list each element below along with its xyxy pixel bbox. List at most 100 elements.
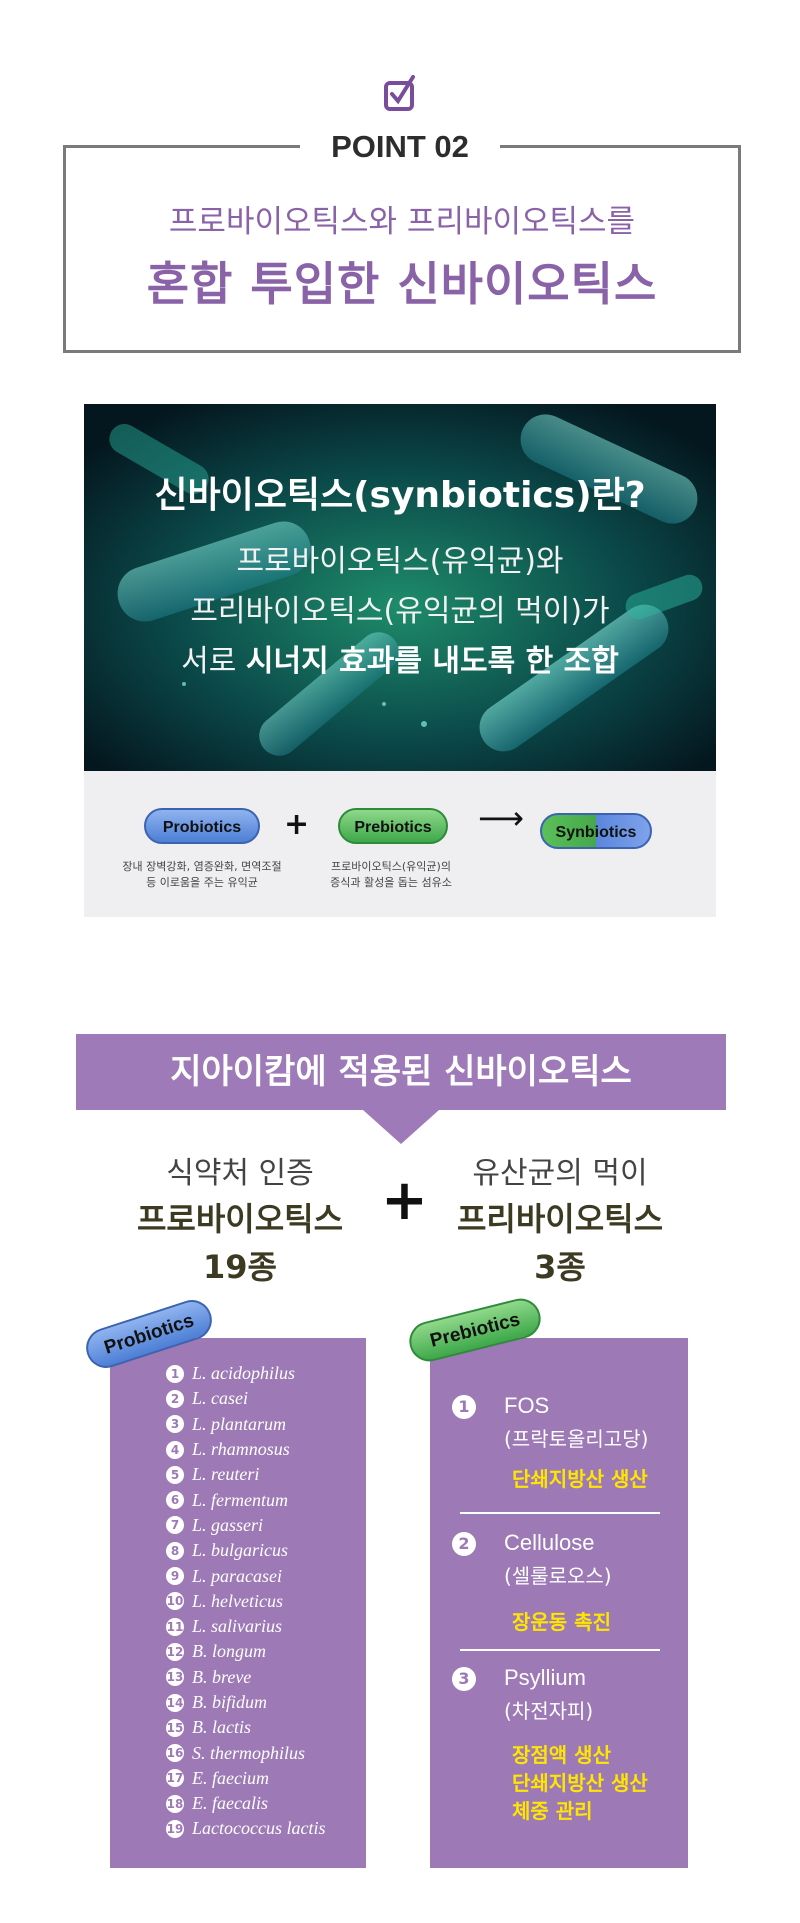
- strain-name: B. breve: [192, 1666, 252, 1687]
- prebiotic-korean-name: (차전자피): [504, 1699, 594, 1723]
- strain-item: 1 L. acidophilus: [166, 1361, 366, 1386]
- strain-name: S. thermophilus: [192, 1742, 306, 1763]
- number-badge: 17: [166, 1769, 184, 1788]
- number-badge: 5: [166, 1465, 184, 1484]
- probiotics-capsule: Probiotics: [144, 808, 260, 844]
- prebiotic-korean-name: (프락토올리고당): [504, 1427, 649, 1451]
- strain-item: 5 L. reuteri: [166, 1462, 366, 1487]
- strain-name: Lactococcus lactis: [192, 1818, 326, 1839]
- banner-pointer: [363, 1110, 439, 1144]
- strain-name: B. longum: [192, 1641, 266, 1662]
- prebiotic-effect: 체중 관리: [512, 1799, 593, 1823]
- strain-item: 13 B. breve: [166, 1665, 366, 1690]
- synbiotics-equation: Probiotics + Prebiotics ⟶ Synbiotics 장내 …: [84, 771, 716, 917]
- strain-item: 7 L. gasseri: [166, 1513, 366, 1538]
- number-badge: 1: [166, 1364, 184, 1383]
- prebiotic-name: FOS: [504, 1393, 550, 1418]
- number-badge: 16: [166, 1744, 184, 1763]
- strain-item: 17 E. faecium: [166, 1766, 366, 1791]
- strain-item: 8 L. bulgaricus: [166, 1538, 366, 1563]
- number-badge: 13: [166, 1668, 184, 1687]
- number-badge: 19: [166, 1819, 184, 1838]
- hero-line: 프리바이오틱스(유익균의 먹이)가: [190, 594, 610, 629]
- number-badge: 2: [166, 1389, 184, 1408]
- hero-line-plain: 서로: [181, 644, 246, 679]
- point-label: POINT 02: [300, 128, 500, 166]
- prebiotics-heading: 프리바이오틱스: [456, 1200, 664, 1238]
- probiotics-subheading: 식약처 인증: [166, 1156, 314, 1191]
- probiotics-heading: 프로바이오틱스: [136, 1200, 344, 1238]
- hero-line: 서로 시너지 효과를 내도록 한 조합: [84, 636, 716, 680]
- number-badge: 3: [166, 1415, 184, 1434]
- strain-item: 6 L. fermentum: [166, 1487, 366, 1512]
- desc-line: 프로바이오틱스(유익균)의: [331, 860, 451, 873]
- strain-item: 3 L. plantarum: [166, 1412, 366, 1437]
- strain-name: L. paracasei: [192, 1565, 282, 1586]
- prebiotics-capsule: Prebiotics: [338, 808, 448, 844]
- strain-name: L. casei: [192, 1388, 248, 1409]
- prebiotic-effect: 장점액 생산: [512, 1743, 611, 1767]
- probiotics-panel: [110, 1338, 366, 1868]
- strain-name: E. faecium: [192, 1767, 269, 1788]
- prebiotics-panel: [430, 1338, 688, 1868]
- strain-name: B. lactis: [192, 1717, 251, 1738]
- divider: [460, 1512, 660, 1514]
- strain-name: E. faecalis: [192, 1793, 268, 1814]
- prebiotics-count: 3종: [534, 1248, 586, 1286]
- strain-item: 9 L. paracasei: [166, 1563, 366, 1588]
- section-subtitle: 프로바이오틱스와 프리바이오틱스를: [168, 204, 636, 240]
- number-badge: 7: [166, 1516, 184, 1535]
- strain-item: 15 B. lactis: [166, 1715, 366, 1740]
- number-badge: 15: [166, 1718, 184, 1737]
- applied-banner: 지아이캄에 적용된 신바이오틱스: [76, 1034, 726, 1110]
- bacteria-background-image: [84, 404, 716, 771]
- strain-item: 18 E. faecalis: [166, 1791, 366, 1816]
- strain-name: L. fermentum: [192, 1489, 288, 1510]
- number-badge: 9: [166, 1567, 184, 1586]
- strain-name: L. reuteri: [192, 1464, 260, 1485]
- synbiotics-hero-image: 신바이오틱스(synbiotics)란? 프로바이오틱스(유익균)와 프리바이오…: [84, 404, 716, 771]
- desc-line: 장내 장벽강화, 염증완화, 면역조절: [122, 860, 282, 873]
- strain-name: L. bulgaricus: [192, 1540, 289, 1561]
- prebiotics-subheading: 유산균의 먹이: [472, 1156, 648, 1191]
- probiotics-description: 장내 장벽강화, 염증완화, 면역조절 등 이로움을 주는 유익균: [112, 859, 292, 891]
- prebiotic-name: Psyllium: [504, 1665, 586, 1690]
- strain-item: 16 S. thermophilus: [166, 1740, 366, 1765]
- number-badge: 4: [166, 1440, 184, 1459]
- number-badge: 2: [452, 1532, 476, 1556]
- desc-line: 등 이로움을 주는 유익균: [146, 876, 258, 889]
- hero-line: 프로바이오틱스(유익균)와: [236, 544, 564, 579]
- number-badge: 3: [452, 1667, 476, 1691]
- banner-title: 지아이캄에 적용된 신바이오틱스: [170, 1052, 632, 1092]
- divider: [460, 1649, 660, 1651]
- prebiotic-effect: 단쇄지방산 생산: [512, 1467, 648, 1491]
- number-badge: 18: [166, 1794, 184, 1813]
- number-badge: 1: [452, 1395, 476, 1419]
- number-badge: 14: [166, 1693, 184, 1712]
- prebiotics-description: 프로바이오틱스(유익균)의 증식과 활성을 돕는 섬유소: [306, 859, 476, 891]
- probiotics-count: 19종: [203, 1248, 277, 1286]
- section-title: 혼합 투입한 신바이오틱스: [146, 257, 658, 311]
- prebiotic-name: Cellulose: [504, 1530, 595, 1555]
- prebiotic-korean-name: (셀룰로오스): [504, 1564, 612, 1588]
- strain-name: L. gasseri: [192, 1514, 264, 1535]
- arrow-right-icon: ⟶: [478, 799, 524, 837]
- strain-name: L. acidophilus: [192, 1363, 296, 1384]
- number-badge: 10: [166, 1592, 184, 1611]
- strain-name: L. plantarum: [192, 1413, 287, 1434]
- strain-item: 19 Lactococcus lactis: [166, 1816, 366, 1841]
- plus-icon: +: [381, 1168, 428, 1233]
- hero-title: 신바이오틱스(synbiotics)란?: [154, 475, 646, 516]
- desc-line: 증식과 활성을 돕는 섬유소: [330, 876, 452, 889]
- prebiotic-effect: 장운동 촉진: [512, 1610, 611, 1634]
- hero-line-bold: 시너지 효과를 내도록 한 조합: [245, 644, 619, 679]
- number-badge: 6: [166, 1491, 184, 1510]
- strain-name: L. salivarius: [192, 1616, 283, 1637]
- number-badge: 8: [166, 1541, 184, 1560]
